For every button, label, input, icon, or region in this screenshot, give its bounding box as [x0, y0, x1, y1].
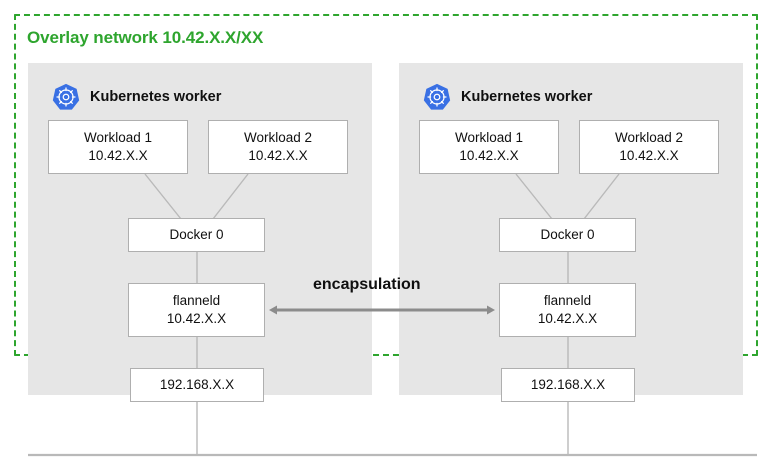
overlay-network-boundary [14, 14, 758, 356]
node-title: Workload 1 [83, 129, 153, 145]
kubernetes-icon [52, 83, 80, 111]
worker-header-label: Kubernetes worker [461, 89, 593, 105]
node-ip: 10.42.X.X [88, 148, 148, 163]
encapsulation-label: encapsulation [313, 276, 421, 293]
node-title: flanneld [543, 292, 592, 308]
node-ip: 10.42.X.X [248, 148, 308, 163]
node-title: Docker 0 [169, 226, 224, 242]
node-workload-1-left: Workload 1 10.42.X.X [48, 120, 188, 174]
node-flanneld-left: flanneld 10.42.X.X [128, 283, 265, 337]
node-title: Workload 2 [614, 129, 684, 145]
node-ip: 192.168.X.X [530, 376, 606, 392]
worker-header-left: Kubernetes worker [52, 83, 221, 111]
node-host-ip-left: 192.168.X.X [130, 368, 264, 402]
node-host-ip-right: 192.168.X.X [501, 368, 635, 402]
node-docker0-left: Docker 0 [128, 218, 265, 252]
node-ip: 10.42.X.X [619, 148, 679, 163]
node-title: Workload 2 [243, 129, 313, 145]
kubernetes-icon [423, 83, 451, 111]
worker-header-right: Kubernetes worker [423, 83, 592, 111]
node-title: Workload 1 [454, 129, 524, 145]
node-workload-1-right: Workload 1 10.42.X.X [419, 120, 559, 174]
node-ip: 10.42.X.X [459, 148, 519, 163]
node-ip: 10.42.X.X [166, 311, 227, 326]
node-flanneld-right: flanneld 10.42.X.X [499, 283, 636, 337]
node-workload-2-right: Workload 2 10.42.X.X [579, 120, 719, 174]
node-ip: 192.168.X.X [159, 376, 235, 392]
node-ip: 10.42.X.X [537, 311, 598, 326]
worker-panel-left: Kubernetes worker [28, 63, 372, 395]
node-title: flanneld [172, 292, 221, 308]
overlay-network-title: Overlay network 10.42.X.X/XX [27, 28, 264, 47]
worker-header-label: Kubernetes worker [90, 89, 222, 105]
node-docker0-right: Docker 0 [499, 218, 636, 252]
node-workload-2-left: Workload 2 10.42.X.X [208, 120, 348, 174]
node-title: Docker 0 [540, 226, 595, 242]
